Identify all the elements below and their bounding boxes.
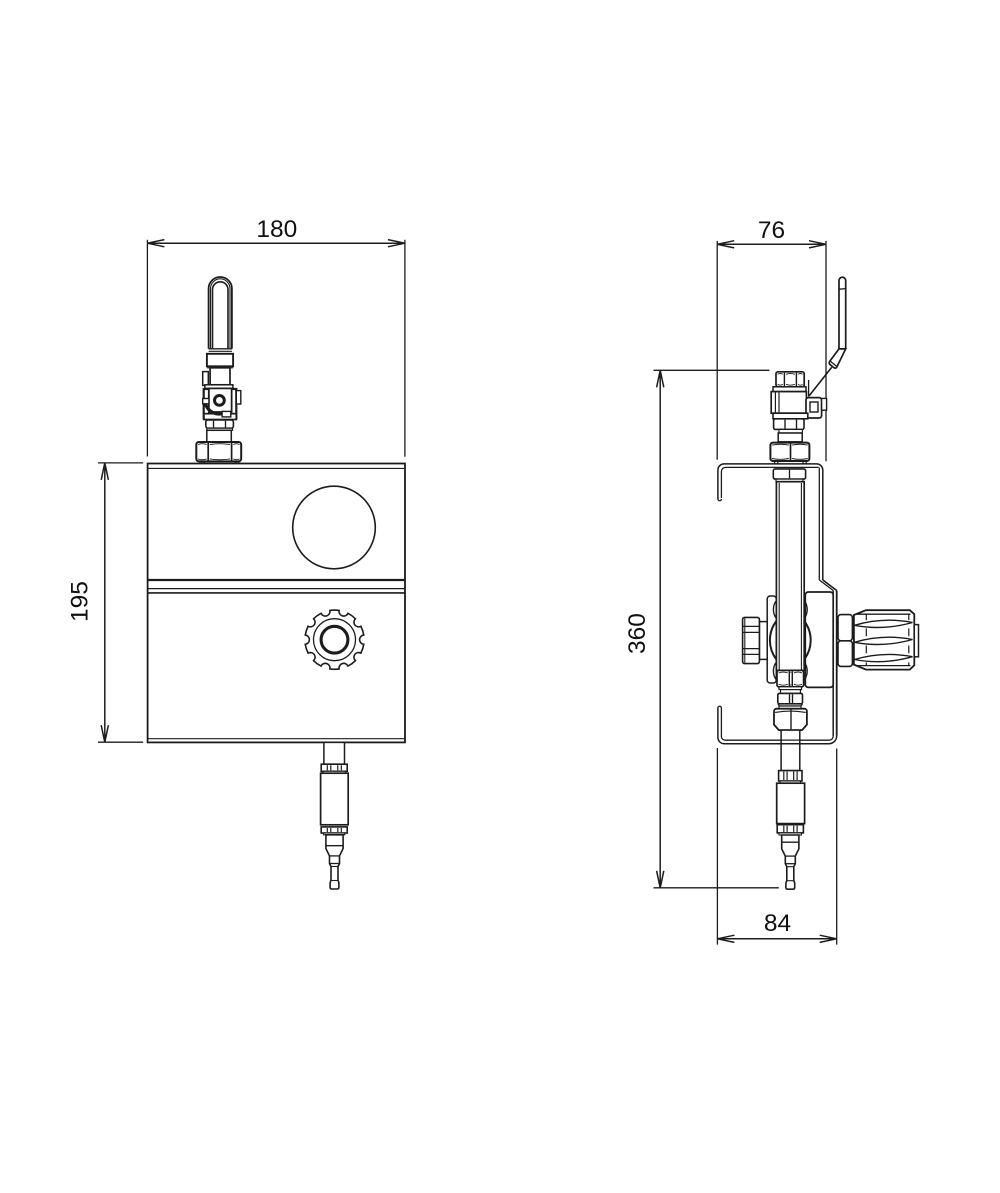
svg-text:180: 180: [256, 216, 297, 243]
svg-text:84: 84: [764, 910, 791, 937]
svg-text:360: 360: [624, 613, 651, 654]
svg-text:195: 195: [67, 581, 94, 622]
svg-text:76: 76: [758, 217, 785, 244]
